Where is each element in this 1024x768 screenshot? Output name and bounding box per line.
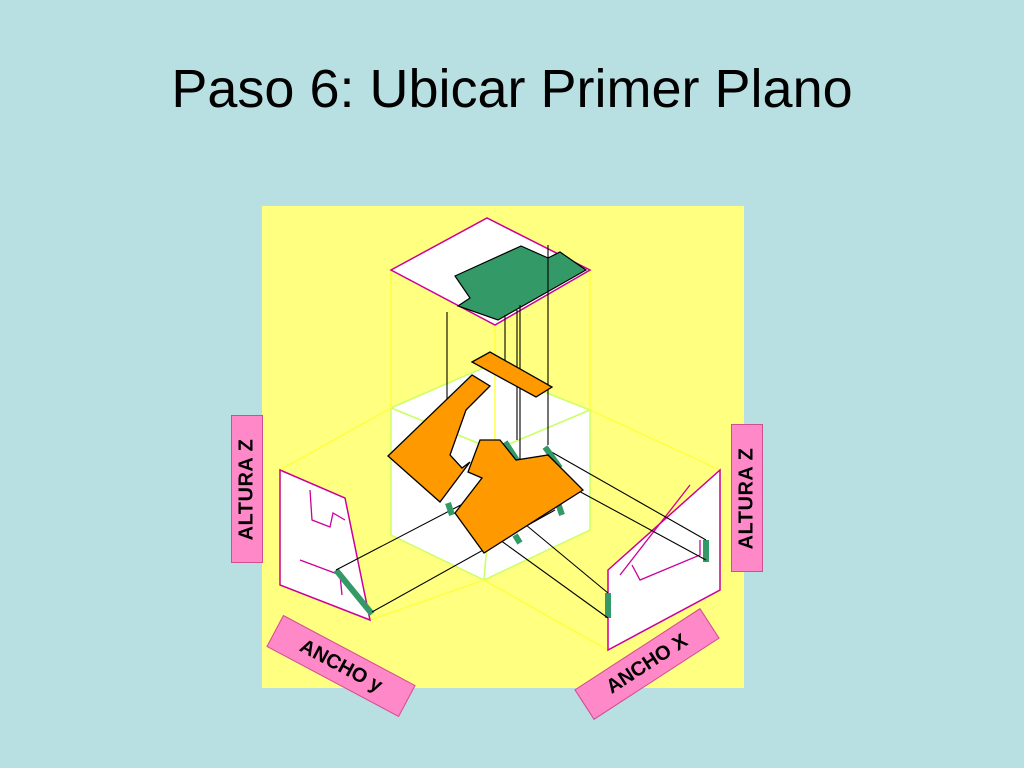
slide-title: Paso 6: Ubicar Primer Plano [171, 59, 853, 119]
label-altura-z-right-text: ALTURA Z [735, 447, 758, 549]
right-view [605, 468, 721, 652]
left-view [279, 468, 375, 622]
orange-plane-left [387, 374, 492, 503]
left-view-green-edge [333, 568, 375, 616]
orange-plane [387, 351, 585, 554]
label-altura-z-right: ALTURA Z [731, 424, 763, 572]
guide-lines [279, 270, 721, 651]
label-altura-z-left: ALTURA Z [231, 415, 263, 563]
orange-plane-right [454, 439, 585, 554]
top-view [389, 217, 592, 326]
top-view-green [454, 245, 588, 321]
orange-bar-top [470, 351, 554, 398]
right-plate [607, 468, 721, 652]
label-altura-z-left-text: ALTURA Z [235, 438, 258, 540]
